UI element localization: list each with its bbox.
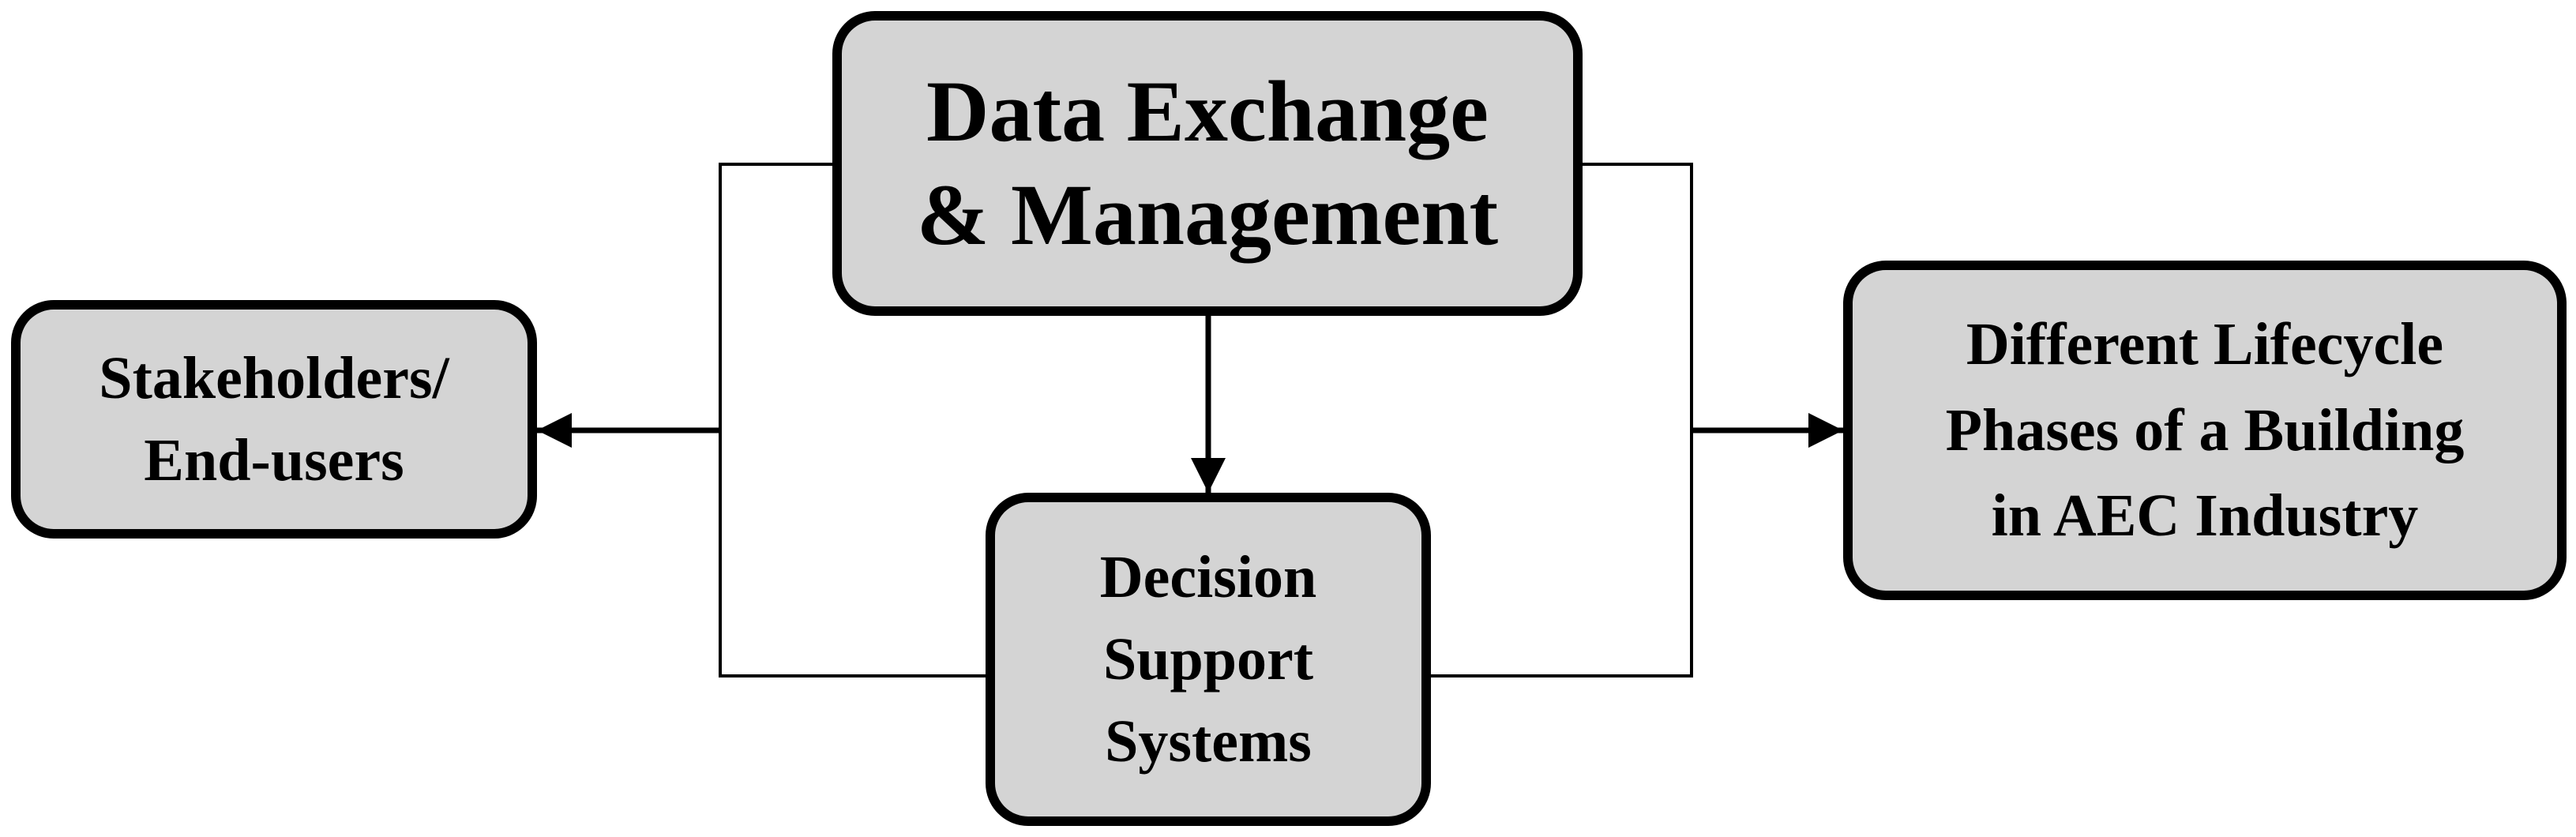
data-exchange-label: Data Exchange & Management bbox=[916, 63, 1499, 263]
stakeholders-box: Stakeholders/ End-users bbox=[11, 300, 537, 539]
right-bracket-line bbox=[1431, 163, 1693, 677]
stakeholders-label: Stakeholders/ End-users bbox=[99, 344, 449, 494]
decision-support-label: Decision Support Systems bbox=[1099, 543, 1317, 775]
data-exchange-box: Data Exchange & Management bbox=[832, 11, 1583, 316]
lifecycle-phases-box: Different Lifecycle Phases of a Building… bbox=[1843, 261, 2567, 600]
left-bracket-line bbox=[719, 163, 986, 677]
lifecycle-phases-label: Different Lifecycle Phases of a Building… bbox=[1945, 310, 2465, 550]
decision-support-box: Decision Support Systems bbox=[986, 493, 1431, 826]
